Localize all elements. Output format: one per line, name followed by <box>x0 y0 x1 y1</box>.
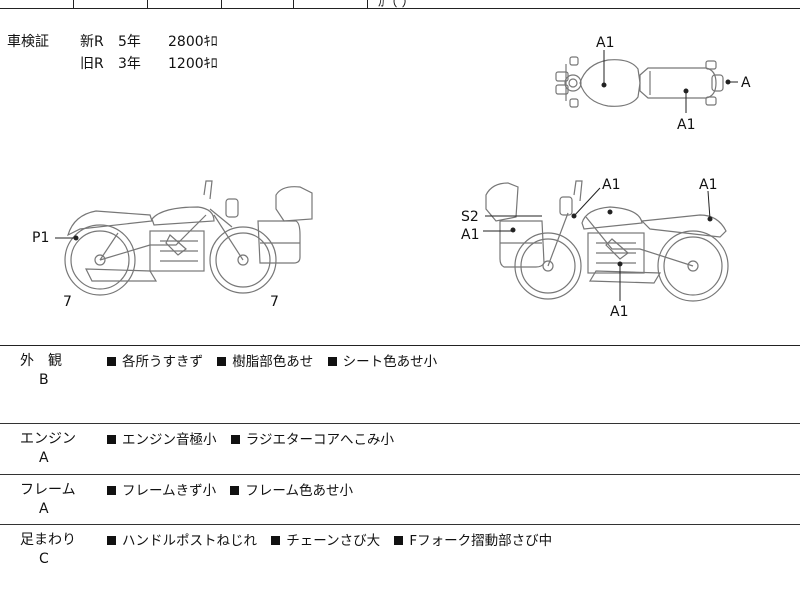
mark-top-a: A <box>741 75 751 91</box>
bullet-square-icon <box>394 536 404 545</box>
section-engine: エンジン A エンジン音極小 ラジエターコアへこみ小 <box>0 424 800 475</box>
section-items: 各所うすきず 樹脂部色あせ シート色あせ小 <box>107 350 447 370</box>
header-table-edge: ｶ（ ） <box>0 0 800 10</box>
certificate-title: 車検証 <box>7 34 49 50</box>
cert-line-old-amount: 1200ｷﾛ <box>168 56 218 72</box>
cert-line-new-years: 5年 <box>118 34 141 50</box>
section-items: ハンドルポストねじれ チェーンさび大 Fフォーク摺動部さび中 <box>107 529 562 549</box>
section-items: エンジン音極小 ラジエターコアへこみ小 <box>107 428 404 448</box>
section-grade: A <box>39 450 49 466</box>
damage-diagram-area: 車検証 新R 5年 2800ｷﾛ 旧R 3年 1200ｷﾛ <box>0 9 800 346</box>
section-category: フレーム <box>20 482 76 498</box>
mark-right-s2: S2 <box>461 209 479 225</box>
bike-left-side-view <box>64 180 313 296</box>
mark-left-wheel-front: 7 <box>63 294 72 310</box>
mark-left-p1: P1 <box>32 230 49 246</box>
bullet-square-icon <box>230 435 240 444</box>
mark-right-a1-tank: A1 <box>602 177 620 193</box>
mark-right-a1-engine: A1 <box>610 304 628 320</box>
section-items: フレームきず小 フレーム色あせ小 <box>107 479 363 499</box>
cert-line-new-amount: 2800ｷﾛ <box>168 34 218 50</box>
bike-right-side-view <box>485 180 729 302</box>
section-category: エンジン <box>20 431 76 447</box>
mark-right-a1-case: A1 <box>461 227 479 243</box>
cert-line-old-years: 3年 <box>118 56 141 72</box>
section-category: 外 観 <box>20 353 62 369</box>
mark-top-a1-lower: A1 <box>677 117 695 133</box>
section-grade: C <box>39 551 49 567</box>
bullet-square-icon <box>217 357 227 366</box>
bullet-square-icon <box>230 486 240 495</box>
bullet-square-icon <box>271 536 281 545</box>
bike-top-view <box>555 56 724 108</box>
section-grade: B <box>39 372 49 388</box>
section-exterior: 外 観 B 各所うすきず 樹脂部色あせ シート色あせ小 <box>0 346 800 424</box>
section-grade: A <box>39 501 49 517</box>
section-suspension: 足まわり C ハンドルポストねじれ チェーンさび大 Fフォーク摺動部さび中 <box>0 525 800 600</box>
cert-line-new-label: 新R <box>80 34 104 50</box>
mark-right-a1-tail: A1 <box>699 177 717 193</box>
bullet-square-icon <box>327 357 337 366</box>
bullet-square-icon <box>107 536 116 545</box>
bullet-square-icon <box>107 357 116 366</box>
mark-top-a1-upper: A1 <box>596 35 614 51</box>
bullet-square-icon <box>107 486 116 495</box>
bullet-square-icon <box>107 435 116 444</box>
header-fragment-text: ｶ（ ） <box>378 0 415 10</box>
cert-line-old-label: 旧R <box>80 56 104 72</box>
section-frame: フレーム A フレームきず小 フレーム色あせ小 <box>0 475 800 525</box>
motorcycle-diagrams: A1 A1 A P1 7 7 S2 A1 A1 A1 A1 <box>32 35 751 320</box>
mark-left-wheel-rear: 7 <box>270 294 279 310</box>
section-category: 足まわり <box>20 532 76 548</box>
